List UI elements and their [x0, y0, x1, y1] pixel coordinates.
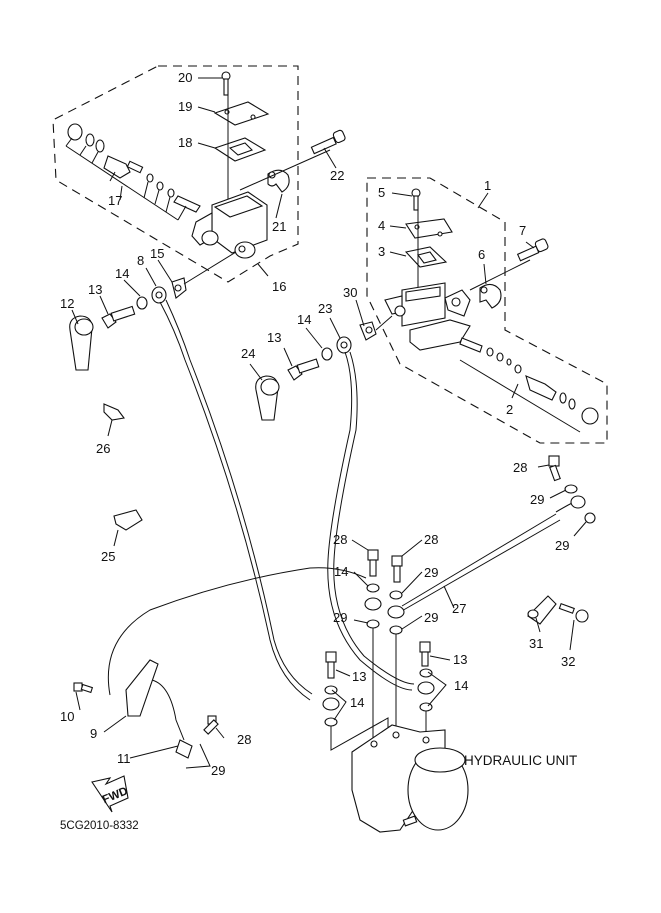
- callout-4: 4: [378, 218, 385, 233]
- callout-2: 2: [506, 402, 513, 417]
- callout-14-unit-left: 14: [350, 695, 364, 710]
- leader-lines: [71, 77, 587, 769]
- callout-29-top: 29: [530, 492, 544, 507]
- callout-18: 18: [178, 135, 192, 150]
- callout-11: 11: [117, 751, 131, 766]
- callout-17: 17: [108, 193, 122, 208]
- callout-9: 9: [90, 726, 97, 741]
- brake-hose-8: [159, 301, 311, 701]
- callout-14-right: 14: [297, 312, 311, 327]
- clip-25: [113, 509, 143, 531]
- callout-29-center-left: 29: [333, 610, 347, 625]
- callout-1: 1: [484, 178, 491, 193]
- clip-26: [103, 403, 125, 421]
- forward-direction-arrow: FWD: [91, 775, 130, 813]
- callout-13-unit-left: 13: [352, 669, 366, 684]
- callout-24: 24: [241, 346, 255, 361]
- callout-28-bottom: 28: [237, 732, 251, 747]
- callout-20: 20: [178, 70, 192, 85]
- callout-32: 32: [561, 654, 575, 669]
- assembly-16-boundary: [52, 65, 299, 283]
- callout-14-unit-right: 14: [454, 678, 468, 693]
- bracket-31-bolt-32: [527, 595, 589, 625]
- callout-29-right: 29: [555, 538, 569, 553]
- callout-28-top: 28: [513, 460, 527, 475]
- callout-5: 5: [378, 185, 385, 200]
- callout-12: 12: [60, 296, 74, 311]
- callout-23: 23: [318, 301, 332, 316]
- callout-labels: 20 19 18 22 17 21 16 15 8 14 13 12 1 5 4…: [60, 70, 575, 778]
- assembly-1-boundary: [366, 177, 608, 444]
- sensor-bracket-9: [73, 659, 159, 717]
- callout-29-center-lower: 29: [424, 610, 438, 625]
- callout-26: 26: [96, 441, 110, 456]
- callout-19: 19: [178, 99, 192, 114]
- callout-13-right: 13: [267, 330, 281, 345]
- brake-hose-23: [327, 351, 413, 691]
- sensor-cable: [107, 567, 367, 696]
- callout-25: 25: [101, 549, 115, 564]
- banjo-group-left: [69, 251, 237, 371]
- callout-6: 6: [478, 247, 485, 262]
- callout-28-center-left: 28: [333, 532, 347, 547]
- callout-16: 16: [272, 279, 286, 294]
- callout-13-left: 13: [88, 282, 102, 297]
- callout-8: 8: [137, 253, 144, 268]
- callout-10: 10: [60, 709, 74, 724]
- hydraulic-unit: [351, 724, 469, 833]
- callout-15: 15: [150, 246, 164, 261]
- brake-hose-27: [399, 519, 561, 613]
- callout-13-unit-right: 13: [453, 652, 467, 667]
- callout-21: 21: [272, 219, 286, 234]
- callout-14-center: 14: [334, 564, 348, 579]
- callout-7: 7: [519, 223, 526, 238]
- callout-29-center-upper: 29: [424, 565, 438, 580]
- sensor-11: [175, 715, 219, 759]
- callout-3: 3: [378, 244, 385, 259]
- callout-29-bottom: 29: [211, 763, 225, 778]
- callout-30: 30: [343, 285, 357, 300]
- callout-27: 27: [452, 601, 466, 616]
- callout-14-left: 14: [115, 266, 129, 281]
- callout-22: 22: [330, 168, 344, 183]
- drawing-code: 5CG2010-8332: [60, 820, 139, 832]
- master-cylinder-16: [65, 71, 346, 259]
- callout-28-center-right: 28: [424, 532, 438, 547]
- callout-31: 31: [529, 636, 543, 651]
- banjo-connections-center: [322, 455, 596, 751]
- banjo-group-right: [255, 315, 393, 421]
- master-cylinder-1: [384, 188, 599, 433]
- hydraulic-unit-label: HYDRAULIC UNIT: [464, 753, 577, 768]
